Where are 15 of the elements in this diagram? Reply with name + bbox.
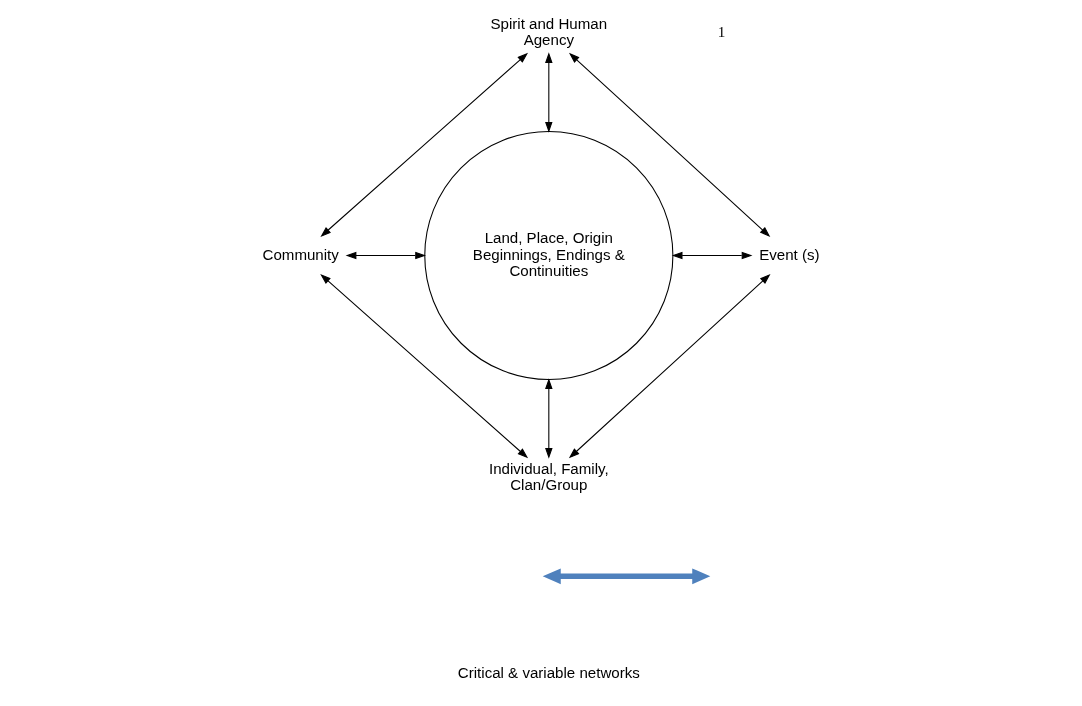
node-text: Event (s) [759,245,820,263]
arrow [671,251,753,260]
arrow [320,52,529,237]
node-text: Spirit and Human Agency [490,15,608,49]
arrow [320,273,529,459]
arrow [568,273,771,459]
label: 1 [717,24,726,41]
arrow [568,52,771,237]
arrow [545,378,553,459]
node-circle: Land, Place, Origin Beginnings, Endings & Continuities [424,130,674,381]
legend-label: Critical & variable networks [457,663,640,681]
node-text: Individual, Family, Clan/Group [488,459,609,493]
arrow [345,251,427,260]
node-text: Community [262,245,339,263]
arrow [545,52,553,133]
